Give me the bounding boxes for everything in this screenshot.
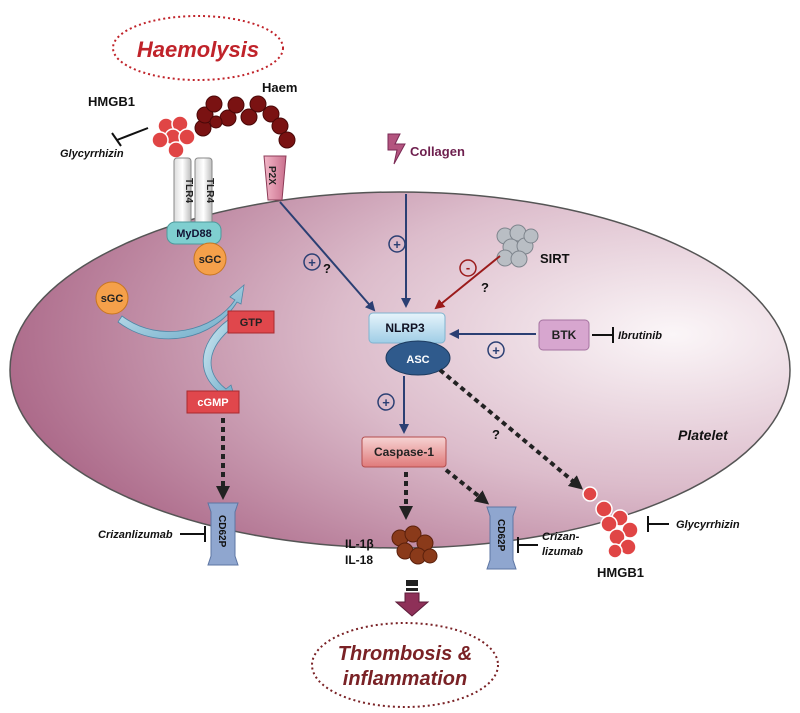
sgc-left-label: sGC	[101, 293, 124, 305]
glycyrrhizin-right-inhibit	[647, 516, 669, 532]
hmgb1-right-label: HMGB1	[597, 565, 644, 580]
cgmp-label: cGMP	[197, 397, 228, 409]
p2x-receptor: P2X	[263, 155, 287, 201]
asc-to-hmgb1-arrow	[438, 368, 584, 490]
cgmp-box	[186, 390, 240, 414]
sgc-left-circle	[95, 281, 129, 315]
ibrutinib-inhibit	[592, 327, 614, 343]
il-cluster	[391, 525, 438, 565]
glycyrrhizin-top-inhibit	[111, 127, 149, 147]
p2x-plus-sign	[303, 253, 321, 271]
collagen-bolt-icon	[387, 133, 406, 165]
ibrutinib-label: Ibrutinib	[618, 330, 662, 342]
crizanlizumab-left-inhibit	[180, 526, 206, 542]
btk-label: BTK	[552, 328, 577, 342]
svg-text:P2X: P2X	[266, 166, 277, 185]
svg-text:CD62P: CD62P	[495, 519, 506, 552]
hmgb1-top-label: HMGB1	[88, 94, 135, 109]
asc-ellipse	[385, 340, 451, 376]
haem-label: Haem	[262, 80, 297, 95]
il18-label: IL-18	[345, 553, 373, 567]
sirt-minus-sign	[459, 259, 477, 277]
haemolysis-label: Haemolysis	[137, 37, 259, 62]
caspase-plus-sign	[377, 393, 395, 411]
sirt-minus-text: -	[466, 260, 470, 275]
crizan-line1: Crizan-	[542, 531, 580, 543]
sirt-to-nlrp3-arrow	[434, 255, 501, 310]
cd62p-middle: CD62P	[486, 506, 517, 570]
crizanlizumab-mid-inhibit	[517, 537, 538, 553]
myd88-box	[166, 221, 222, 245]
sgc-top-circle	[193, 242, 227, 276]
sgc-curve-arrow	[117, 283, 245, 340]
caspase1-box	[361, 436, 447, 468]
thrombosis-label-line2: inflammation	[343, 668, 467, 690]
sirt-question: ?	[481, 280, 489, 295]
hmgb1-top-cluster	[151, 115, 196, 159]
collagen-plus-text: +	[393, 237, 401, 252]
asc-label: ASC	[406, 354, 429, 366]
crizan-line2: lizumab	[542, 546, 583, 558]
nlrp3-label: NLRP3	[385, 321, 425, 335]
svg-text:TLR4: TLR4	[183, 178, 194, 203]
gtp-label: GTP	[240, 317, 263, 329]
haem-chain	[194, 95, 296, 149]
myd88-label: MyD88	[176, 228, 211, 240]
btk-plus-sign	[487, 341, 505, 359]
glycyrrhizin-right-label: Glycyrrhizin	[676, 519, 740, 531]
glycyrrhizin-top-label: Glycyrrhizin	[60, 148, 124, 160]
p2x-to-nlrp3-arrow	[279, 201, 376, 312]
il1b-label: IL-1β	[345, 537, 374, 551]
sirt-cluster	[496, 224, 539, 268]
caspase1-label: Caspase-1	[374, 445, 434, 459]
crizanlizumab-left-label: Crizanlizumab	[98, 529, 173, 541]
caspase-plus-text: +	[382, 395, 390, 410]
btk-box	[538, 319, 590, 351]
tlr4-receptor-b: TLR4	[194, 157, 215, 227]
btk-plus-text: +	[492, 343, 500, 358]
sirt-label: SIRT	[540, 251, 570, 266]
thrombosis-oval	[311, 622, 499, 708]
p2x-question: ?	[323, 261, 331, 276]
asc-hmgb1-question: ?	[492, 427, 500, 442]
tlr4-receptor-a: TLR4	[173, 157, 194, 227]
svg-text:CD62P: CD62P	[216, 515, 227, 548]
thrombosis-arrow	[394, 580, 430, 617]
platelet-label: Platelet	[678, 427, 729, 443]
haemolysis-oval	[112, 15, 284, 81]
collagen-plus-sign	[388, 235, 406, 253]
gtp-box	[227, 310, 275, 334]
hmgb1-right-cluster	[582, 486, 639, 559]
p2x-plus-text: +	[308, 255, 316, 270]
svg-text:TLR4: TLR4	[204, 178, 215, 203]
sgc-top-label: sGC	[199, 254, 222, 266]
cd62p-left: CD62P	[207, 502, 239, 566]
thrombosis-label-line1: Thrombosis &	[338, 643, 472, 665]
collagen-label: Collagen	[410, 144, 465, 159]
